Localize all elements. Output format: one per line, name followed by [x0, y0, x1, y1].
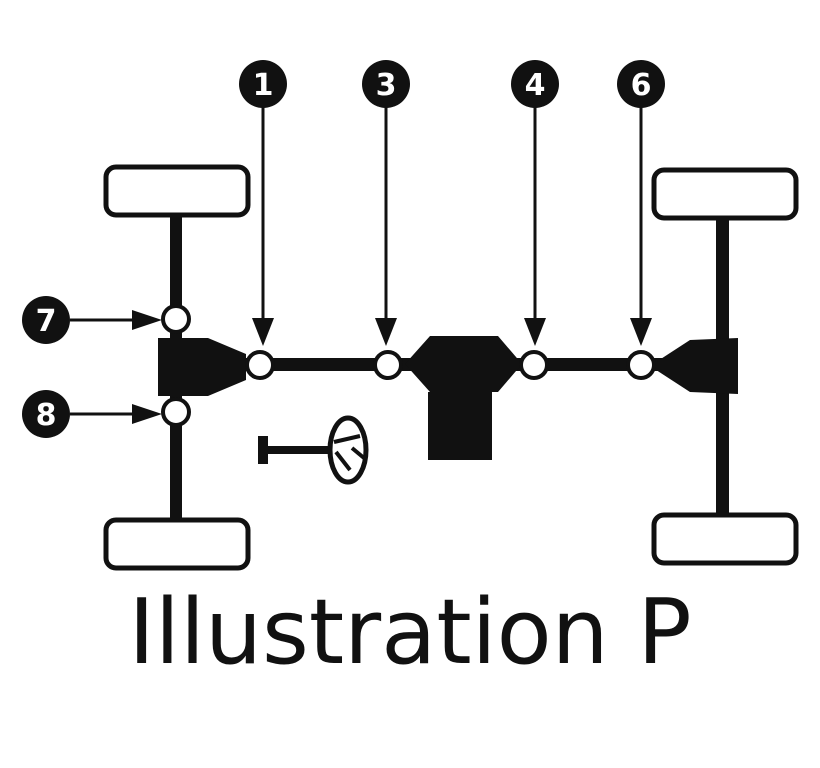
rear-right-wheel: [651, 512, 799, 566]
right-differential: [650, 338, 738, 394]
transmission: [405, 336, 522, 460]
badge-7-label: 7: [36, 304, 57, 339]
joint-7: [161, 304, 191, 334]
steering-wheel-icon: [327, 415, 369, 485]
arrow-7: [70, 310, 162, 330]
joint-4: [519, 350, 549, 380]
joint-3: [373, 350, 403, 380]
front-right-wheel: [651, 167, 799, 221]
arrow-8: [70, 404, 162, 424]
badge-8-label: 8: [36, 398, 57, 433]
badge-4: 4: [511, 60, 559, 108]
left-differential: [158, 338, 246, 396]
joint-8: [161, 397, 191, 427]
joint-1: [245, 350, 275, 380]
badge-1: 1: [239, 60, 287, 108]
badge-7: 7: [22, 296, 70, 344]
front-left-wheel: [103, 164, 251, 218]
badge-6: 6: [617, 60, 665, 108]
illustration-caption: Illustration P: [128, 580, 692, 685]
arrow-6: [630, 102, 652, 346]
steering-column: [262, 446, 340, 454]
badge-4-label: 4: [525, 68, 546, 103]
badge-3: 3: [362, 60, 410, 108]
badge-3-label: 3: [376, 68, 397, 103]
badge-6-label: 6: [631, 68, 652, 103]
arrow-3: [375, 102, 397, 346]
arrow-4: [524, 102, 546, 346]
rear-left-wheel: [103, 517, 251, 571]
badge-8: 8: [22, 390, 70, 438]
steering-spokes: [333, 434, 366, 472]
joint-6: [626, 350, 656, 380]
badge-1-label: 1: [253, 68, 274, 103]
arrow-1: [252, 102, 274, 346]
